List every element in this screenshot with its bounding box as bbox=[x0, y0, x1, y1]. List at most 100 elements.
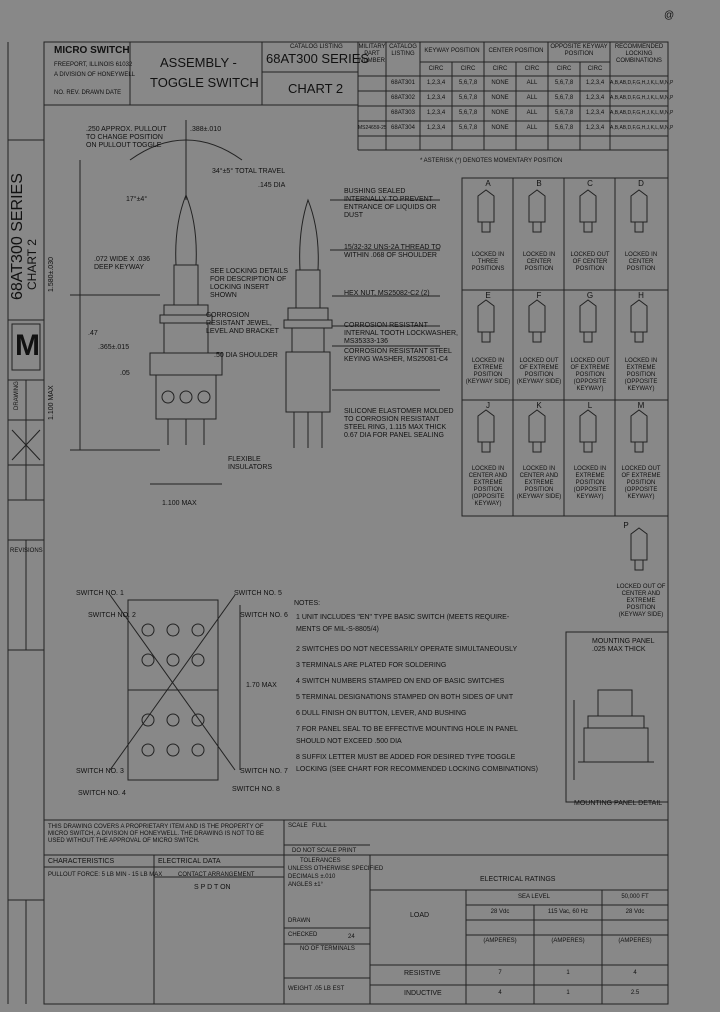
ratings-value: 2.5 bbox=[630, 990, 640, 996]
switch-label: SWITCH NO. 3 bbox=[76, 768, 124, 775]
ratings-col2: 115 Vac, 60 Hz bbox=[547, 909, 589, 915]
note-item: 2 SWITCHES DO NOT NECESSARILY OPERATE SI… bbox=[296, 646, 518, 653]
catalog-listing-label: CATALOG LISTING bbox=[290, 44, 343, 50]
tolerance-line: DECIMALS ±.010 bbox=[288, 874, 336, 880]
ratings-value: 1 bbox=[566, 970, 570, 976]
lock-letter: J bbox=[486, 401, 490, 410]
lock-caption: LOCKED OUT OF CENTER AND EXTREME POSITIO… bbox=[616, 584, 666, 618]
mounting-panel-caption: MOUNTING PANEL DETAIL bbox=[574, 800, 663, 807]
drawn-label: DRAWN bbox=[288, 918, 311, 924]
page-mark: @ bbox=[664, 10, 675, 21]
cell-circ: 1,2,3,4 bbox=[585, 125, 605, 131]
dim-bracket: CORROSION RESISTANT JEWEL, LEVEL AND BRA… bbox=[206, 312, 279, 335]
tolerance-line: ANGLES ±1° bbox=[288, 882, 324, 888]
cell-circ: 5,6,7,8 bbox=[458, 80, 478, 86]
note-item: 3 TERMINALS ARE PLATED FOR SOLDERING bbox=[296, 662, 447, 669]
dim-1100-height: 1.100 MAX bbox=[48, 385, 55, 420]
cell-cat: 68AT302 bbox=[391, 95, 415, 101]
note-item: 6 DULL FINISH ON BUTTON, LEVER, AND BUSH… bbox=[296, 710, 467, 717]
note-item: 7 FOR PANEL SEAL TO BE EFFECTIVE MOUNTIN… bbox=[296, 726, 518, 733]
contact-value: S P D T ON bbox=[194, 884, 231, 891]
cell-lock: A,B,AB,D,F,G,H,J,K,L,M,N,P bbox=[610, 125, 674, 131]
cell-circ: NONE bbox=[491, 125, 509, 131]
dim-keyway: .072 WIDE X .036 DEEP KEYWAY bbox=[94, 256, 151, 271]
lock-caption: LOCKED OUT OF CENTER POSITION bbox=[570, 252, 610, 272]
cell-lock: A,B,AB,D,F,G,H,J,K,L,M,N,P bbox=[610, 110, 674, 116]
cell-circ: 1,2,3,4 bbox=[426, 80, 446, 86]
cell-circ: 5,6,7,8 bbox=[458, 110, 478, 116]
lock-letter: D bbox=[638, 179, 644, 188]
lock-caption: LOCKED IN EXTREME POSITION (KEYWAY SIDE) bbox=[465, 358, 511, 385]
cell-circ: 5,6,7,8 bbox=[554, 110, 574, 116]
lock-letter: G bbox=[586, 291, 594, 300]
note-item: LOCKING (SEE CHART FOR RECOMMENDED LOCKI… bbox=[296, 766, 538, 773]
cell-circ: 1,2,3,4 bbox=[585, 95, 605, 101]
lock-caption: LOCKED IN EXTREME POSITION (OPPOSITE KEY… bbox=[624, 358, 658, 392]
dim-lockwasher: CORROSION RESISTANT INTERNAL TOOTH LOCKW… bbox=[344, 322, 458, 345]
cell-circ: 1,2,3,4 bbox=[585, 80, 605, 86]
ratings-col3: 28 Vdc bbox=[625, 909, 645, 915]
electrical-data-label: ELECTRICAL DATA bbox=[158, 858, 221, 865]
company-division: A DIVISION OF HONEYWELL bbox=[54, 72, 136, 78]
ratings-amperes: (AMPERES) bbox=[551, 938, 585, 944]
cell-circ: 5,6,7,8 bbox=[554, 125, 574, 131]
drawing-code-line: NO. REV. DRAWN DATE bbox=[54, 90, 122, 96]
company-name: MICRO SWITCH bbox=[54, 45, 130, 56]
switch-label: SWITCH NO. 7 bbox=[240, 768, 288, 775]
header-catalog: CATALOG LISTING bbox=[389, 44, 417, 57]
lock-caption: LOCKED IN CENTER AND EXTREME POSITION (O… bbox=[468, 466, 508, 507]
switch-label: SWITCH NO. 2 bbox=[88, 612, 136, 619]
header-keyway: KEYWAY POSITION bbox=[424, 48, 480, 54]
subheader: CIRC bbox=[524, 66, 540, 72]
dim-boot: SILICONE ELASTOMER MOLDED TO CORROSION R… bbox=[344, 408, 454, 439]
cell-circ: ALL bbox=[526, 110, 538, 116]
lock-letter: H bbox=[638, 291, 644, 300]
lock-letter: E bbox=[485, 291, 491, 300]
scale-label: SCALE bbox=[288, 823, 308, 829]
cell-cat: 68AT301 bbox=[391, 80, 415, 86]
ratings-altitude: 50,000 FT bbox=[621, 894, 649, 900]
lock-letter: C bbox=[587, 179, 593, 188]
switch-label: SWITCH NO. 4 bbox=[78, 790, 126, 797]
cell-circ: ALL bbox=[526, 125, 538, 131]
ratings-value: 4 bbox=[498, 990, 502, 996]
ratings-inductive: INDUCTIVE bbox=[404, 990, 442, 997]
cell-lock: A,B,AB,D,F,G,H,J,K,L,M,N,P bbox=[610, 80, 674, 86]
dim-travel: 34°±5° TOTAL TRAVEL bbox=[212, 168, 286, 175]
lock-letter: A bbox=[485, 179, 491, 188]
switch-label: SWITCH NO. 6 bbox=[240, 612, 288, 619]
lock-caption: LOCKED OUT OF EXTREME POSITION (OPPOSITE… bbox=[570, 358, 610, 392]
chart-title: CHART 2 bbox=[288, 81, 344, 96]
lock-caption: LOCKED OUT OF EXTREME POSITION (KEYWAY S… bbox=[516, 358, 562, 385]
ratings-title: ELECTRICAL RATINGS bbox=[480, 876, 556, 883]
note-item: 8 SUFFIX LETTER MUST BE ADDED FOR DESIRE… bbox=[296, 754, 516, 761]
characteristics-label: CHARACTERISTICS bbox=[48, 858, 115, 865]
note-item: 4 SWITCH NUMBERS STAMPED ON END OF BASIC… bbox=[296, 678, 505, 685]
side-chart-label: CHART 2 bbox=[25, 239, 39, 290]
title-line-1: ASSEMBLY - bbox=[160, 55, 237, 70]
cell-circ: 5,6,7,8 bbox=[458, 95, 478, 101]
ratings-value: 4 bbox=[633, 970, 637, 976]
cell-cat: 68AT304 bbox=[391, 125, 415, 131]
ratings-col1: 28 Vdc bbox=[490, 909, 510, 915]
cell-circ: NONE bbox=[491, 80, 509, 86]
dim-47: .47 bbox=[88, 330, 98, 337]
pullout-force: PULLOUT FORCE: 5 LB MIN - 15 LB MAX bbox=[48, 872, 163, 878]
note-item: MENTS OF MIL-S-8805/4) bbox=[296, 626, 379, 633]
note-item: SHOULD NOT EXCEED .500 DIA bbox=[296, 738, 402, 745]
dim-1580: 1.580±.030 bbox=[48, 257, 55, 292]
proprietary-disclaimer: THIS DRAWING COVERS A PROPRIETARY ITEM A… bbox=[48, 824, 265, 844]
title-line-2: TOGGLE SWITCH bbox=[150, 75, 259, 90]
cell-circ: 1,2,3,4 bbox=[426, 125, 446, 131]
subheader: CIRC bbox=[428, 66, 444, 72]
lock-caption: LOCKED IN CENTER POSITION bbox=[522, 252, 556, 272]
cell-circ: NONE bbox=[491, 95, 509, 101]
cell-cat: 68AT303 bbox=[391, 110, 415, 116]
checked-label: CHECKED bbox=[288, 932, 318, 938]
dim-keywasher: CORROSION RESISTANT STEEL KEYING WASHER,… bbox=[344, 348, 452, 363]
switch-label: SWITCH NO. 8 bbox=[232, 786, 280, 793]
cell-circ: ALL bbox=[526, 95, 538, 101]
lock-caption: LOCKED IN CENTER POSITION bbox=[624, 252, 658, 272]
terminals-label: NO OF TERMINALS bbox=[300, 946, 355, 952]
ratings-value: 1 bbox=[566, 990, 570, 996]
